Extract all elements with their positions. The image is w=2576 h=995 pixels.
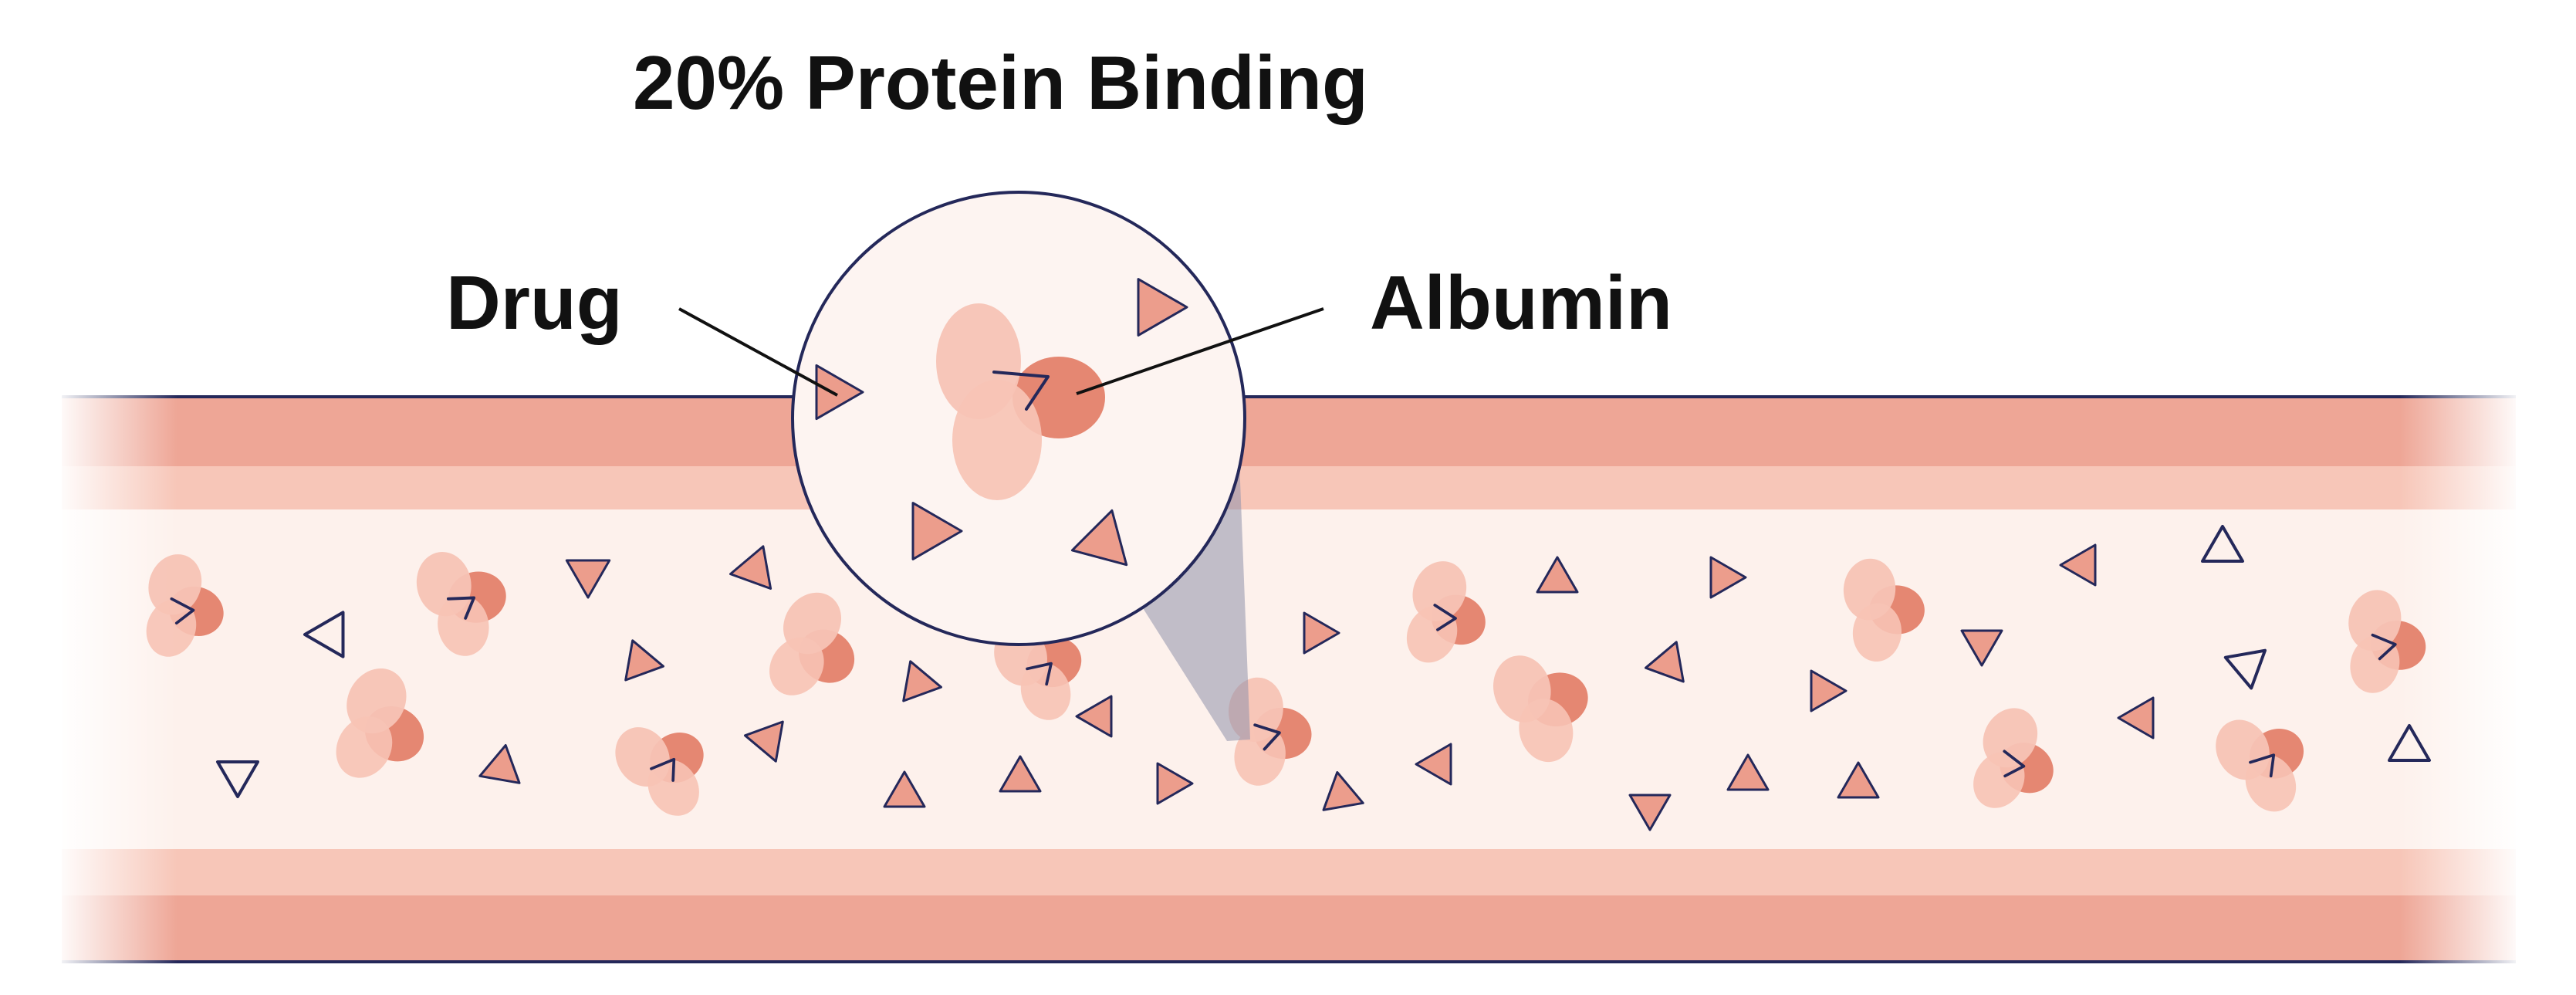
vessel-edge-fade [54, 390, 2524, 969]
drug-molecule [1726, 753, 1770, 791]
albumin-molecule [2348, 590, 2426, 693]
albumin-molecule [1406, 561, 1486, 663]
albumin-molecule [336, 668, 424, 778]
albumin-subunit [148, 554, 202, 615]
albumin-subunit [146, 599, 197, 657]
albumin-subunit [1412, 561, 1467, 621]
free-drug-molecule [1070, 509, 1128, 567]
albumin-subunit [1519, 699, 1574, 763]
albumin-subunit [2348, 590, 2402, 651]
drug-molecule [902, 660, 942, 702]
drug-molecule [1536, 556, 1579, 594]
magnifier-content [815, 278, 1188, 567]
drug-molecule [1075, 695, 1113, 738]
albumin-molecule [1973, 708, 2054, 808]
bound-drug-molecule [446, 596, 476, 620]
albumin-subunit [336, 716, 393, 778]
free-drug-molecule [911, 502, 963, 560]
drug-molecule [1837, 761, 1880, 799]
albumin-subunit [1973, 752, 2025, 808]
plasma-molecules [146, 525, 2431, 831]
albumin-subunit [347, 668, 407, 734]
albumin-subunit [769, 637, 824, 695]
magnifier-circle [791, 191, 1246, 646]
drug-pointer-line [678, 307, 838, 397]
blood-vessel [54, 390, 2524, 969]
drug-molecule [1645, 641, 1685, 683]
drug-molecule [1156, 762, 1194, 805]
albumin-subunit [647, 760, 699, 816]
albumin-subunit [952, 380, 1042, 500]
drug-molecule [478, 744, 521, 784]
diagram-title: 20% Protein Binding [633, 40, 1368, 125]
drug-molecule [1415, 743, 1452, 786]
albumin-molecule [416, 552, 506, 656]
drug-molecule [729, 545, 772, 590]
drug-molecule [624, 639, 664, 682]
albumin-molecule [769, 592, 855, 695]
free-drug-molecule [1137, 278, 1188, 337]
drug-molecule [2117, 696, 2155, 739]
drug-molecule [2388, 724, 2431, 762]
magnified-albumin-molecule [936, 303, 1105, 500]
drug-molecule [1810, 669, 1847, 712]
drug-molecule [1303, 611, 1340, 655]
albumin-molecule [1493, 655, 1588, 763]
albumin-subunit [1983, 708, 2038, 768]
drug-molecule [565, 559, 611, 599]
bound-drug-molecule [1253, 723, 1281, 751]
albumin-subunit [1852, 603, 1902, 662]
drug-label: Drug [446, 260, 623, 345]
albumin-molecule [615, 727, 704, 816]
drug-molecule [744, 720, 784, 763]
bound-drug-molecule [650, 757, 676, 782]
free-drug-molecule [815, 364, 864, 421]
drug-molecule [883, 770, 926, 808]
drug-molecule [1709, 556, 1747, 599]
drug-molecule [216, 760, 259, 798]
bound-drug-molecule [1026, 662, 1053, 686]
albumin-subunit [1406, 605, 1458, 663]
drug-molecule [1322, 771, 1364, 811]
albumin-molecule [146, 554, 224, 657]
bound-drug-molecule [2371, 633, 2397, 661]
albumin-molecule [2216, 719, 2304, 812]
albumin-molecule [1843, 558, 1925, 662]
drug-molecule [2201, 525, 2244, 563]
albumin-subunit [2350, 635, 2400, 693]
drug-molecule [2059, 543, 2097, 587]
bound-drug-molecule [1433, 604, 1457, 631]
bound-drug-molecule [2249, 753, 2276, 778]
bound-drug-molecule [170, 597, 195, 625]
albumin-pointer-line [1076, 307, 1324, 395]
bound-drug-molecule [992, 371, 1050, 411]
albumin-subunit [2245, 754, 2297, 812]
albumin-label: Albumin [1370, 260, 1672, 345]
bound-drug-molecule [2003, 750, 2026, 778]
drug-molecule [1960, 629, 2003, 667]
drug-molecule [303, 611, 345, 658]
drug-molecule [2223, 648, 2267, 690]
albumin-subunit [1020, 662, 1071, 720]
drug-molecule [1628, 794, 1672, 831]
albumin-subunit [438, 594, 489, 656]
drug-molecule [999, 755, 1042, 793]
